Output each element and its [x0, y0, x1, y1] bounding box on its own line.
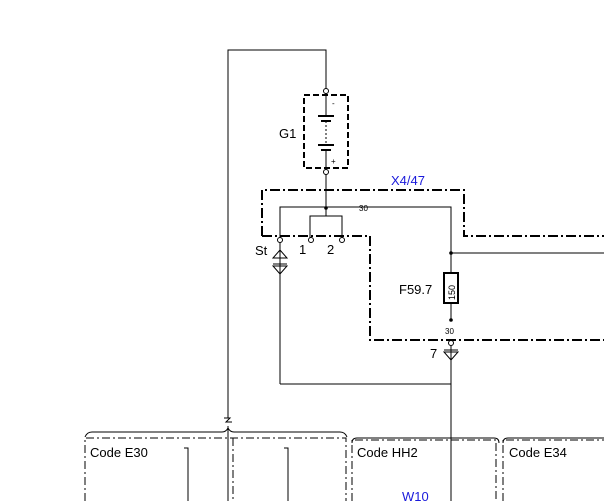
- start-plug-symbol: [271, 249, 289, 275]
- fuse-terminal-node: [448, 340, 454, 346]
- code-e30-box: [84, 437, 347, 501]
- switch-contact-1: [308, 237, 314, 243]
- switch-pos1-label: 1: [299, 242, 306, 257]
- battery-label: G1: [279, 126, 296, 141]
- wire-break-marker: [224, 417, 232, 423]
- code-e34-label: Code E34: [509, 445, 567, 460]
- switch-bar: [309, 215, 343, 238]
- fuse-output-dot: [449, 318, 453, 322]
- battery-plus-sign: +: [331, 157, 336, 166]
- code-e34-bracket: [502, 437, 604, 444]
- fuse-label: F59.7: [399, 282, 432, 297]
- code-hh2-label: Code HH2: [357, 445, 418, 460]
- fuse-rating: 150: [447, 285, 457, 300]
- wire-label: W10: [402, 489, 429, 501]
- battery-terminal-top: [323, 88, 329, 94]
- code-e30-bracket: [84, 426, 348, 438]
- switch-contact-start: [277, 237, 283, 243]
- code-e30-pin: [184, 447, 189, 501]
- code-hh2-box: [351, 439, 497, 501]
- battery-minus-sign: -: [332, 99, 335, 108]
- connector-box: [261, 189, 604, 237]
- main-feed-wire: [227, 49, 327, 418]
- connector-label: X4/47: [391, 173, 425, 188]
- code-e30-label: Code E30: [90, 445, 148, 460]
- battery-terminal-bottom: [323, 169, 329, 175]
- switch-contact-2: [339, 237, 345, 243]
- connector-terminal-label: 30: [359, 204, 368, 213]
- ground-label: 7: [430, 346, 437, 361]
- busbar-wire: [279, 206, 452, 252]
- fuse-terminal-label: 30: [445, 327, 454, 336]
- code-hh2-bracket: [351, 437, 500, 444]
- switch-pos2-label: 2: [327, 242, 334, 257]
- code-e34-box: [502, 439, 604, 501]
- connector-box-bottom: [262, 235, 604, 341]
- switch-start-label: St: [255, 243, 268, 258]
- code-e30-pin: [284, 447, 289, 501]
